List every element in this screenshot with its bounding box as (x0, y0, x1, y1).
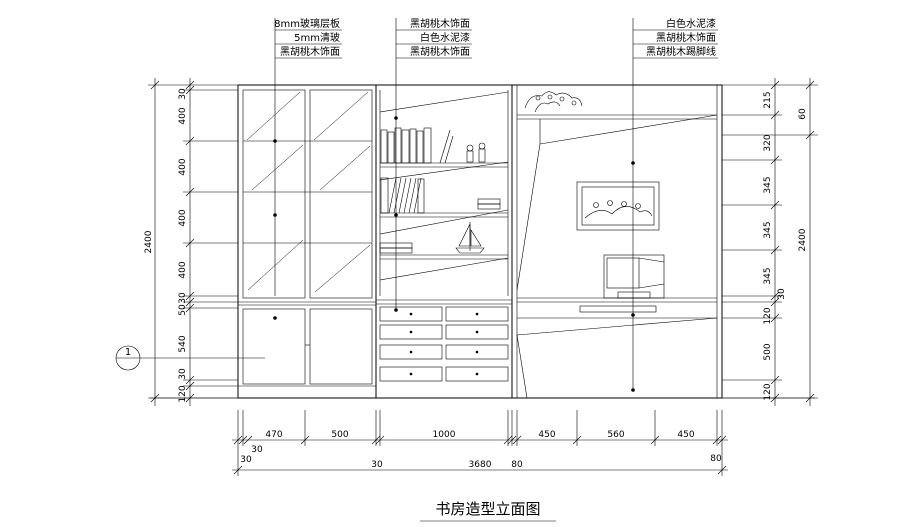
books-top-shelf (380, 127, 454, 164)
bottom-dimension-lines (232, 410, 728, 476)
callout-left-3: 黑胡桃木饰面 (280, 45, 340, 58)
dim-right-4: 345 (763, 221, 773, 238)
dim-left-10: 120 (178, 385, 188, 402)
middle-shelving (375, 84, 513, 399)
callout-right-2: 黑胡桃木饰面 (656, 31, 716, 44)
dim-left-6: 30 (178, 292, 188, 304)
sailboat-ornament (455, 222, 485, 254)
figurine-ornament (466, 142, 486, 163)
dim-right-top: 60 (798, 108, 808, 120)
right-dimension-lines (722, 78, 818, 406)
dim-left-5: 400 (178, 261, 188, 278)
callout-middle-3: 黑胡桃木饰面 (410, 45, 470, 58)
books-second-shelf (380, 177, 425, 214)
dim-left-3: 400 (178, 158, 188, 175)
dim-bottom-right: 80 (710, 454, 722, 464)
dim-left-total: 2400 (144, 230, 154, 253)
dim-right-2: 320 (763, 134, 773, 151)
dim-bottom-1: 470 (265, 430, 282, 440)
dim-right-6: 30 (777, 288, 787, 300)
dim-right-5: 345 (763, 267, 773, 284)
dim-bottom-total: 3680 (469, 460, 492, 470)
dim-right-8: 500 (763, 343, 773, 360)
dim-right-3: 345 (763, 176, 773, 193)
dim-bottom-left-a: 30 (251, 445, 263, 455)
dim-bottom-row3-right: 80 (511, 460, 523, 470)
dim-bottom-row3-left: 30 (371, 460, 383, 470)
section-marker-label: 1 (125, 347, 131, 358)
callout-leaders (273, 18, 718, 392)
dim-bottom-6: 450 (677, 430, 694, 440)
dim-right-7: 120 (763, 307, 773, 324)
callout-middle-2: 白色水泥漆 (420, 31, 470, 44)
dim-bottom-2: 500 (331, 430, 348, 440)
drawers (379, 306, 509, 382)
dim-bottom-3: 1000 (433, 430, 456, 440)
dim-left-9: 30 (178, 368, 188, 380)
cabinet-outline (150, 84, 815, 399)
dim-right-1: 215 (763, 91, 773, 108)
dim-bottom-left-b: 30 (240, 455, 252, 465)
section-marker (115, 345, 265, 371)
callout-left-2: 5mm清玻 (294, 31, 340, 44)
dim-left-2: 400 (178, 107, 188, 124)
left-dimension-lines (148, 78, 238, 406)
callout-right-3: 黑胡桃木踢脚线 (646, 45, 716, 58)
drawing-title: 书房造型立面图 (435, 500, 540, 518)
dim-left-8: 540 (178, 335, 188, 352)
dim-bottom-4: 450 (538, 430, 555, 440)
plant-ornament (524, 91, 583, 113)
box-items (379, 198, 501, 254)
dim-left-4: 400 (178, 209, 188, 226)
callout-middle-1: 黑胡桃木饰面 (410, 17, 470, 30)
dim-right-total: 2400 (798, 228, 808, 251)
desk-area (511, 84, 723, 399)
computer-monitor (579, 254, 665, 313)
dim-left-7: 50 (178, 304, 188, 316)
callout-left-1: 8mm玻璃层板 (274, 17, 340, 30)
dim-bottom-5: 560 (607, 430, 624, 440)
dim-left-1: 30 (178, 88, 188, 100)
dim-right-9: 120 (763, 383, 773, 400)
glass-cabinet (237, 84, 377, 399)
framed-painting (576, 181, 660, 231)
callout-right-1: 白色水泥漆 (666, 17, 716, 30)
